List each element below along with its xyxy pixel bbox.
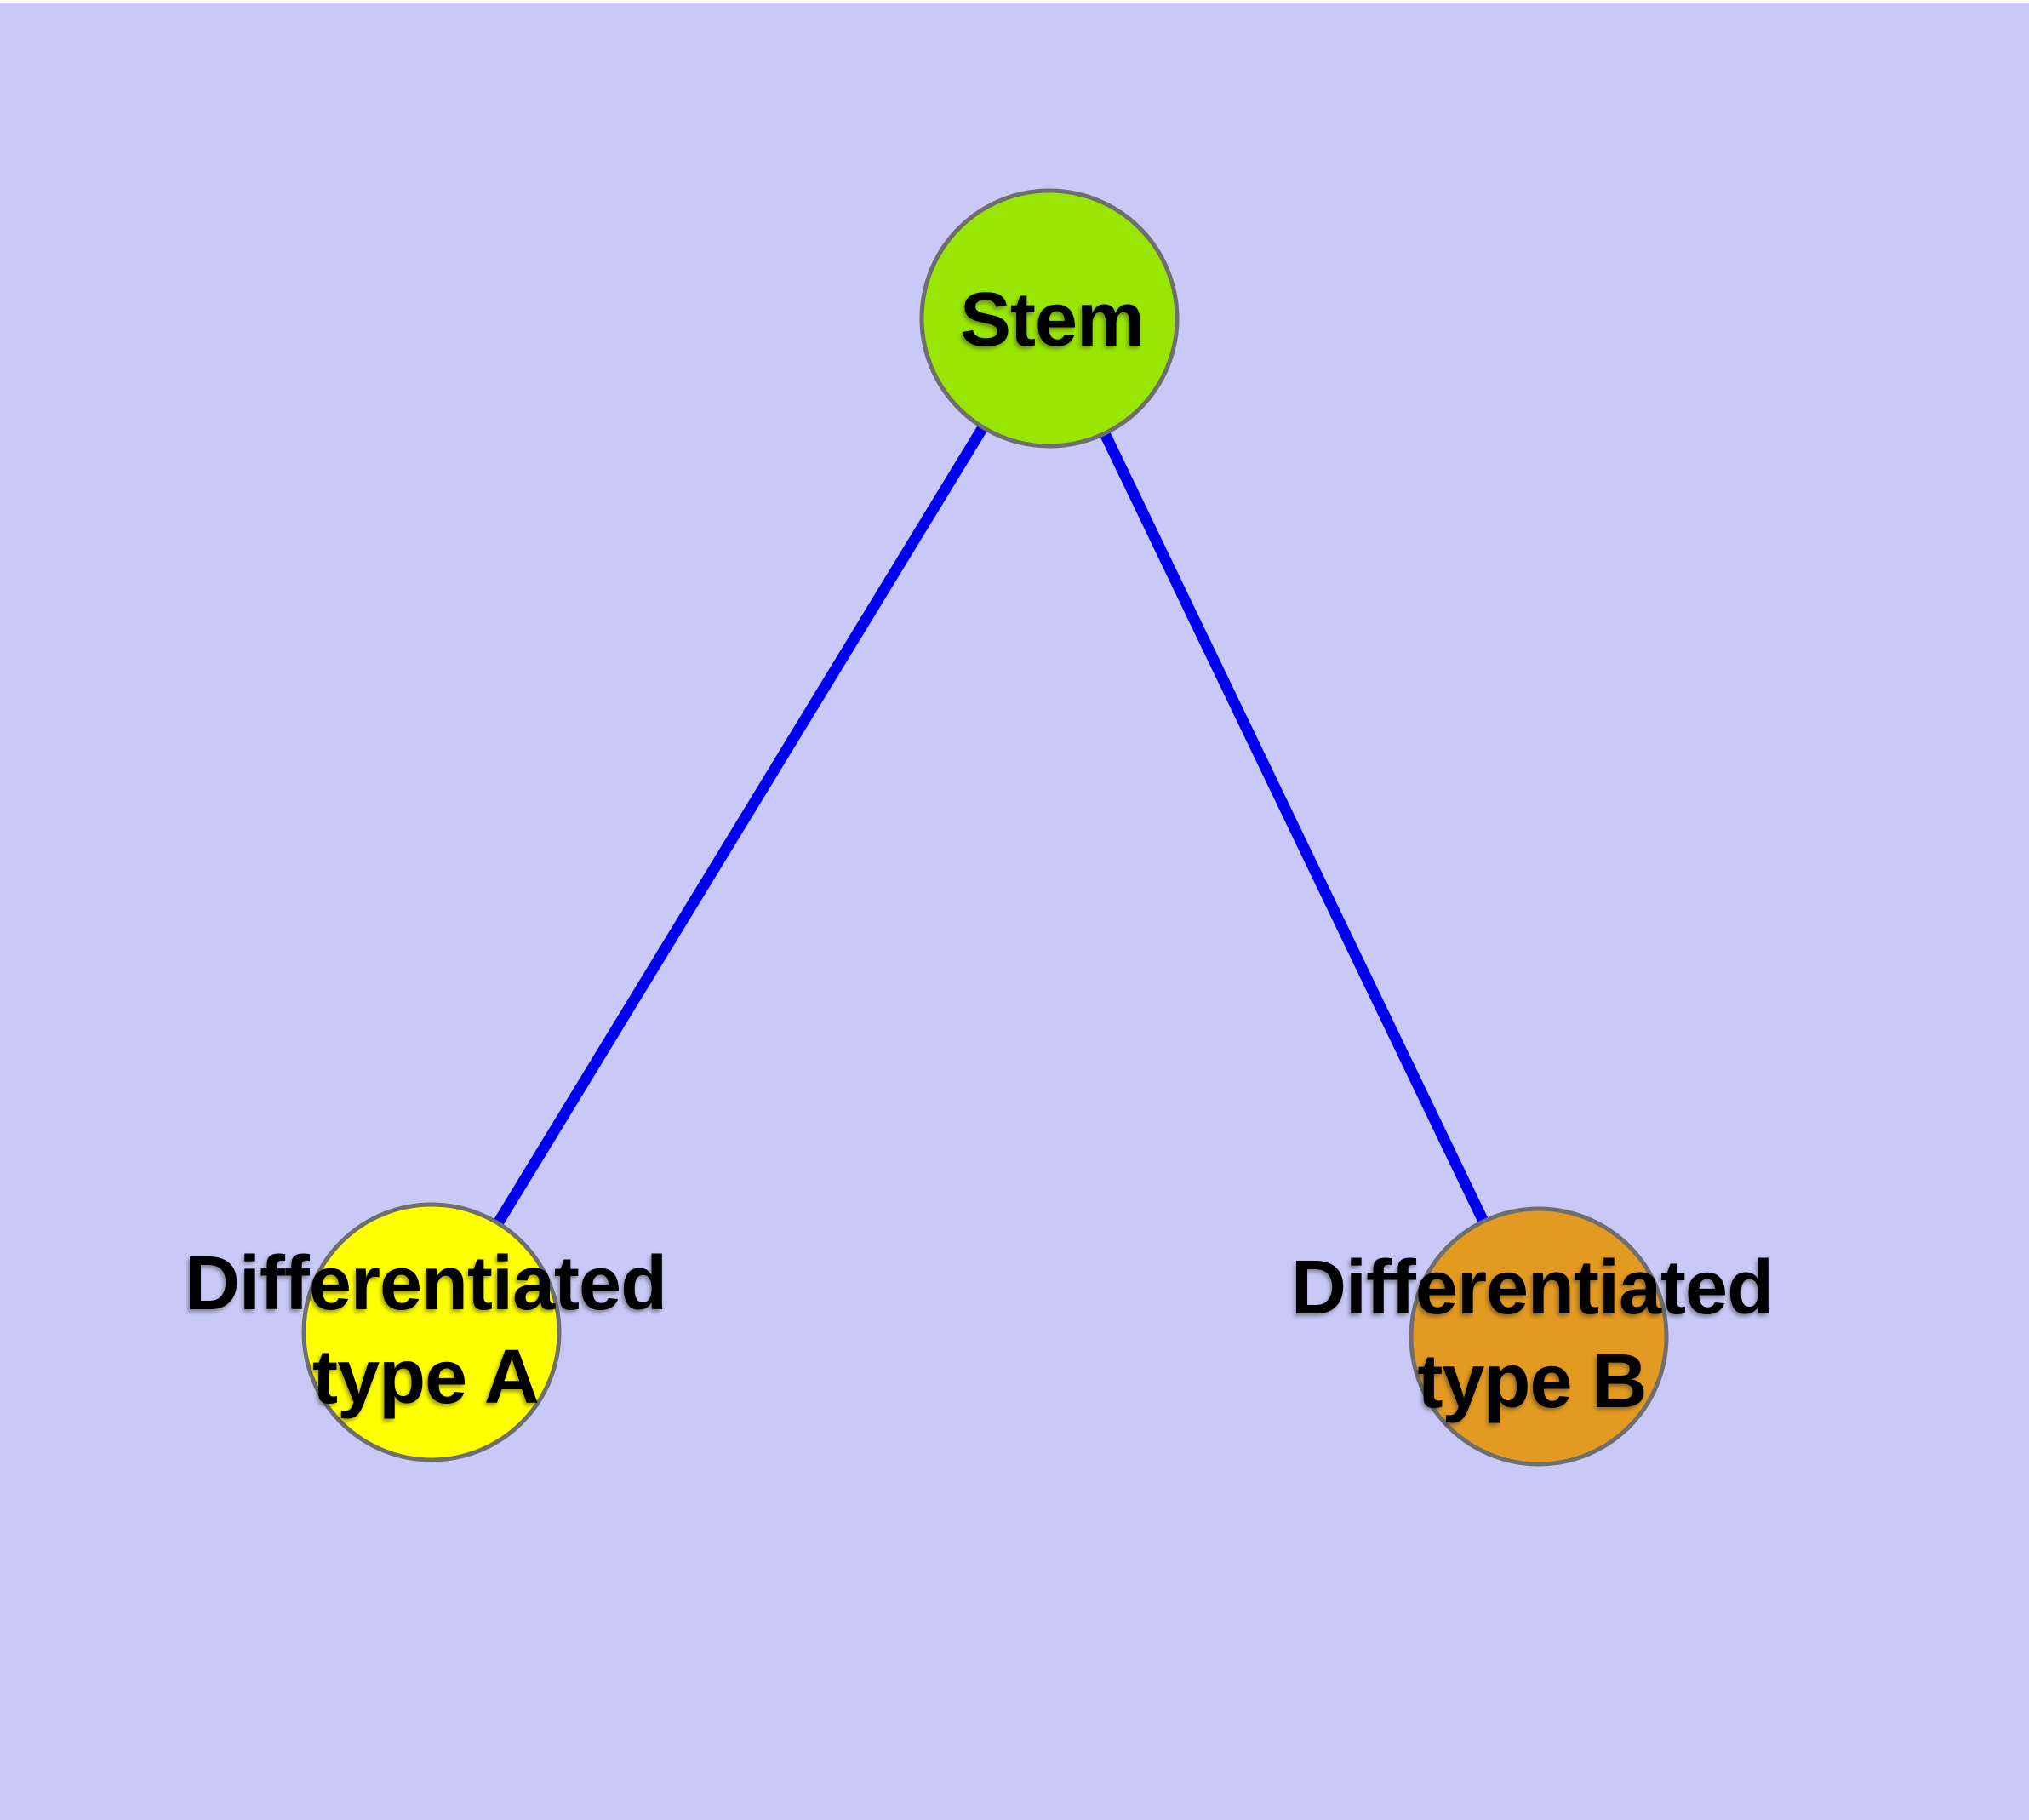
node-type-a-label: Differentiated type A bbox=[184, 1237, 667, 1424]
node-type-b-label: Differentiated type B bbox=[1290, 1241, 1774, 1428]
node-type-b-label-line1: Differentiated bbox=[1290, 1245, 1774, 1331]
node-type-b-circle bbox=[1409, 1206, 1669, 1467]
node-type-a-label-line2: type A bbox=[312, 1335, 540, 1420]
node-type-a-label-line1: Differentiated bbox=[184, 1241, 667, 1326]
edge-stem-to-type-a bbox=[426, 315, 1055, 1336]
node-type-b-label-line2: type B bbox=[1417, 1339, 1647, 1424]
node-stem-label: Stem bbox=[959, 278, 1145, 363]
node-type-a-circle bbox=[301, 1202, 562, 1462]
edge-stem-to-type-b bbox=[1044, 316, 1544, 1339]
top-border-strip bbox=[0, 0, 2029, 3]
node-stem-circle bbox=[919, 188, 1180, 449]
